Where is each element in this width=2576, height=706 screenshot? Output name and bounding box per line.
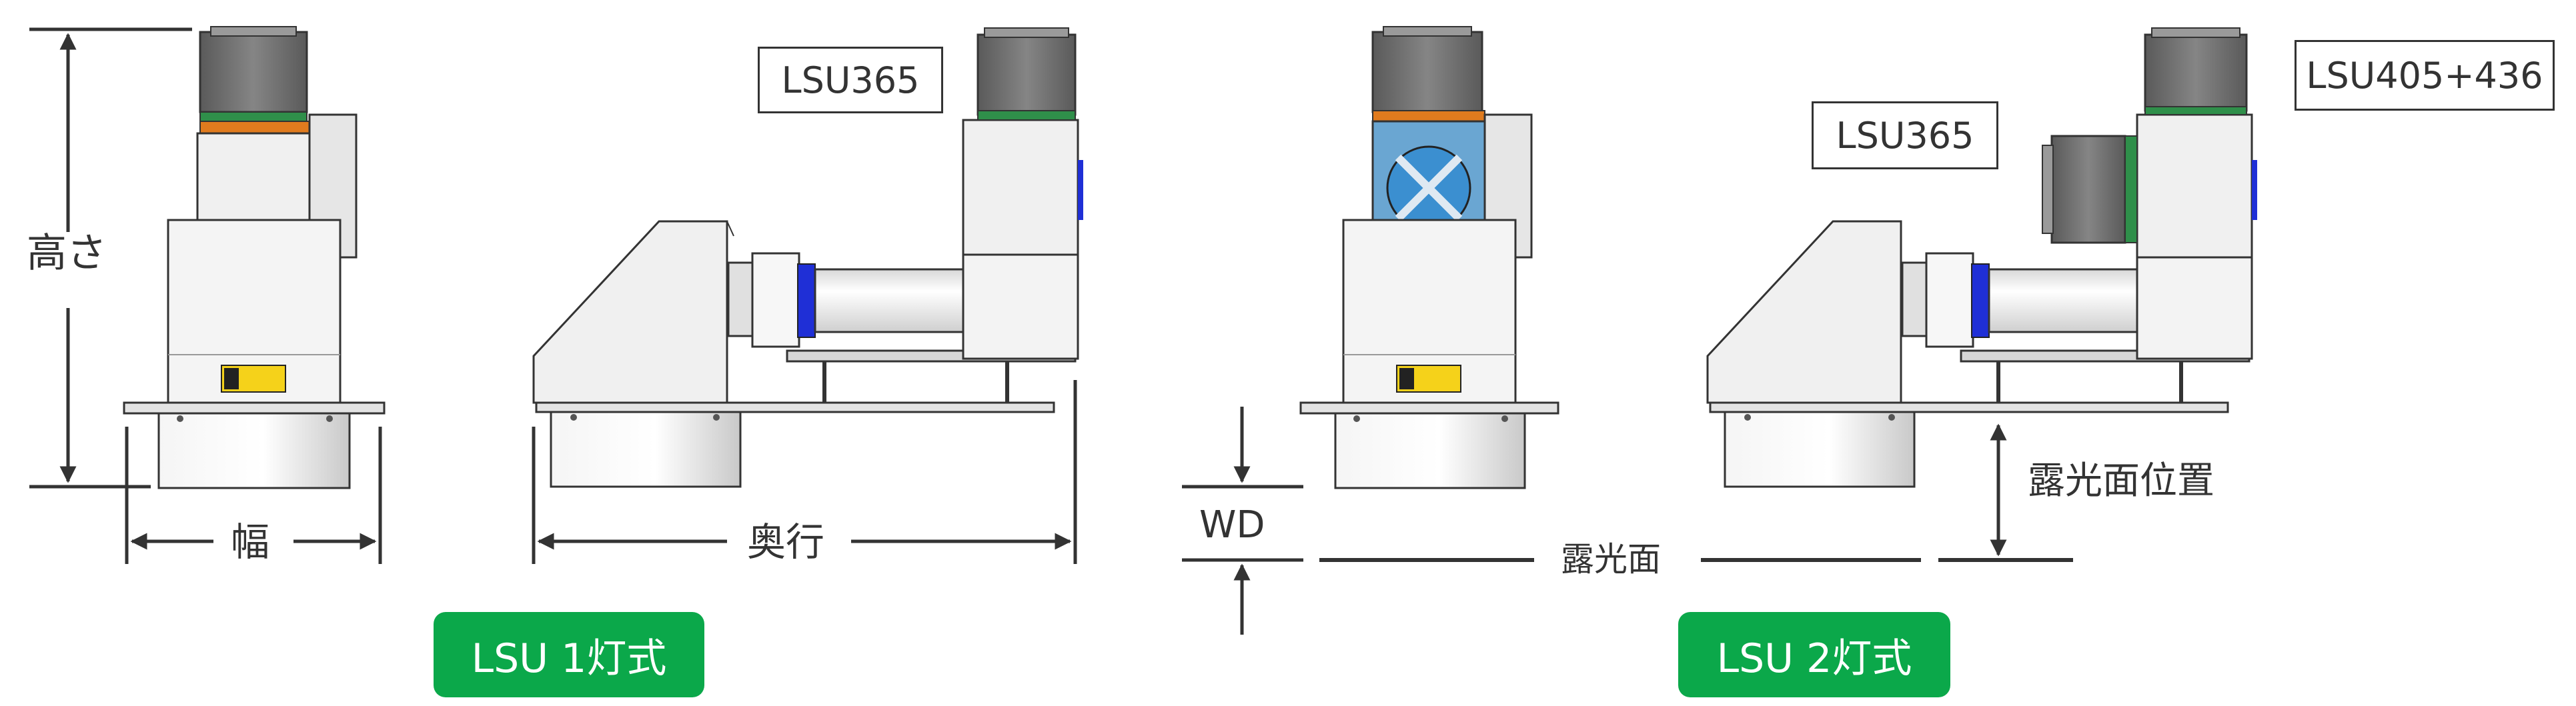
width-label: 幅 [231, 519, 270, 565]
width-dimension [125, 427, 382, 564]
exposure-surface-label: 露光面 [1561, 540, 1661, 579]
badge-lsu-dual-lamp: LSU 2灯式 [1678, 612, 1950, 697]
height-label: 高さ [27, 230, 107, 277]
depth-label: 奥行 [747, 519, 825, 565]
unit-1-front-view [123, 26, 386, 489]
exposure-position-label: 露光面位置 [2028, 459, 2214, 503]
model-label-lsu365-unit2: LSU365 [1812, 101, 1998, 169]
height-dimension [29, 27, 192, 489]
model-label-lsu365-unit1: LSU365 [758, 47, 943, 113]
wd-label: WD [1199, 503, 1265, 547]
unit-1-side-view [532, 27, 1083, 488]
unit-2-side-view [1706, 27, 2257, 488]
badge-lsu-single-lamp: LSU 1灯式 [434, 612, 704, 697]
model-label-lsu405-436: LSU405+436 [2295, 40, 2555, 111]
depth-dimension [532, 380, 1077, 564]
unit-2-front-view [1299, 26, 1559, 489]
wd-dimension [1182, 407, 1303, 635]
